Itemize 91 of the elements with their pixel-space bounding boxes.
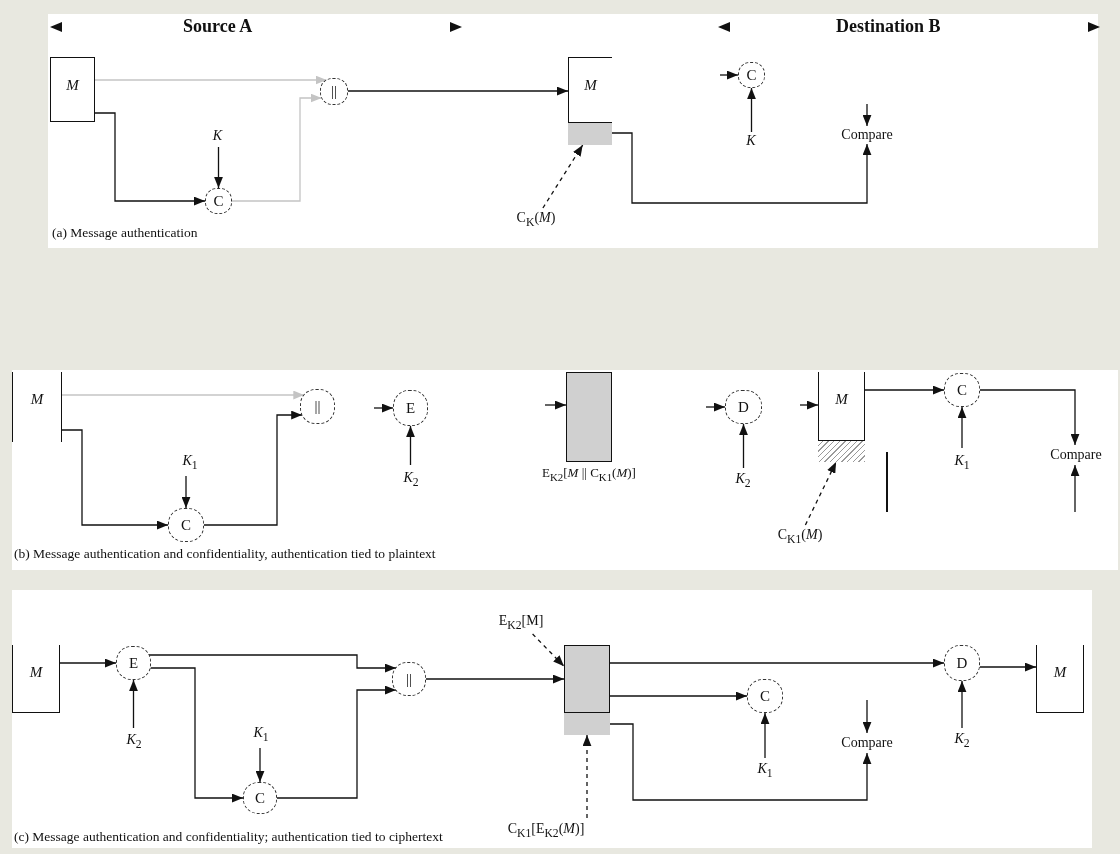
arrow: [149, 667, 244, 803]
arrow: [978, 662, 1037, 672]
message-box: [50, 57, 95, 122]
arrow: [862, 103, 872, 127]
leader-arrow: [542, 144, 584, 209]
arrow: [373, 403, 394, 413]
key-label: K$_{2}$: [396, 465, 426, 493]
arrow: [609, 691, 748, 701]
message-box: [818, 372, 865, 462]
arrow: [611, 132, 872, 204]
arrow: [203, 410, 303, 526]
arrow: [760, 712, 770, 759]
formula-label: C$_{K}$(M): [505, 208, 567, 230]
ciphertext-box: [564, 645, 610, 735]
leader-arrow: [804, 461, 837, 526]
code-section: [563, 711, 610, 735]
operation-symbol: C: [746, 67, 757, 83]
arrow: [255, 747, 265, 783]
key-label: K$_{2}$: [948, 728, 976, 752]
message-symbol: M: [835, 392, 848, 407]
compare-label: Compare: [1036, 445, 1116, 465]
key-label: K$_{1}$: [751, 758, 779, 782]
arrow: [544, 400, 567, 410]
arrow: [747, 87, 756, 133]
code-section: [817, 440, 865, 462]
formula-label: C$_{K1}$(M): [762, 525, 838, 547]
arrow: [347, 86, 569, 96]
message-symbol: M: [584, 78, 597, 93]
arrow: [1070, 464, 1080, 513]
key-label: K$_{1}$: [175, 448, 205, 476]
key-label: K: [743, 132, 759, 150]
message-symbol: M: [66, 78, 79, 93]
arrow: [705, 402, 726, 412]
arrow: [862, 699, 872, 734]
arrow: [231, 93, 323, 202]
key-label: K$_{1}$: [948, 448, 976, 476]
arrow: [739, 423, 748, 469]
arrow: [719, 70, 739, 80]
message-box: [568, 57, 612, 145]
operation-symbol: ||: [331, 84, 337, 99]
arrow: [276, 685, 397, 799]
arrow: [979, 389, 1080, 446]
key-label: K: [205, 125, 230, 147]
arrow: [61, 390, 305, 400]
arrow: [864, 385, 945, 395]
arrow: [61, 429, 169, 530]
operation-symbol: E: [405, 400, 416, 416]
message-symbol: M: [30, 392, 44, 407]
operation-symbol: D: [956, 655, 968, 671]
key-label: K$_{2}$: [120, 728, 148, 754]
message-box: [12, 372, 62, 442]
caption: (b) Message authentication and confidentiality, authentication tied to plaintext: [14, 546, 436, 562]
message-box: [1036, 645, 1084, 713]
formula-label: E$_{K2}$[M || C$_{K1}$(M)]: [542, 465, 636, 483]
leader-arrow: [582, 734, 592, 819]
compare-label: Compare: [826, 733, 908, 753]
operation-symbol: C: [213, 193, 224, 209]
operation-symbol: C: [957, 382, 967, 398]
arrow: [425, 674, 565, 684]
operation-symbol: C: [760, 688, 770, 704]
arrow: [957, 406, 967, 449]
arrow: [799, 400, 819, 410]
arrow: [129, 679, 138, 729]
arrow: [214, 146, 223, 189]
arrow: [59, 658, 117, 668]
message-box: [12, 645, 60, 713]
arrow: [609, 658, 945, 668]
compare-label: Compare: [826, 126, 908, 144]
arrow: [148, 654, 397, 673]
operation-symbol: ||: [314, 399, 321, 414]
arrow: [406, 425, 415, 466]
formula-label: C$_{K1}$[E$_{K2}$(M)]: [466, 818, 626, 842]
arrow: [957, 680, 967, 729]
operation-symbol: C: [181, 517, 191, 533]
key-label: K$_{2}$: [729, 468, 757, 492]
arrow: [94, 112, 206, 206]
arrow: [609, 723, 872, 801]
operation-symbol: E: [128, 655, 139, 671]
operation-symbol: D: [738, 399, 749, 415]
formula-label: E$_{K2}$[M]: [478, 610, 564, 634]
leader-arrow: [531, 633, 565, 667]
section-heading: Destination B: [836, 16, 941, 37]
caption: (a) Message authentication: [52, 225, 198, 241]
arrow: [181, 475, 191, 509]
message-symbol: M: [1053, 665, 1067, 680]
key-label: K$_{1}$: [247, 720, 275, 748]
caption: (c) Message authentication and confidentiality; authentication tied to ciphertext: [14, 829, 443, 845]
section-heading: Source A: [183, 16, 253, 37]
message-symbol: M: [29, 665, 43, 680]
operation-symbol: ||: [406, 671, 412, 687]
operation-symbol: C: [255, 790, 265, 806]
